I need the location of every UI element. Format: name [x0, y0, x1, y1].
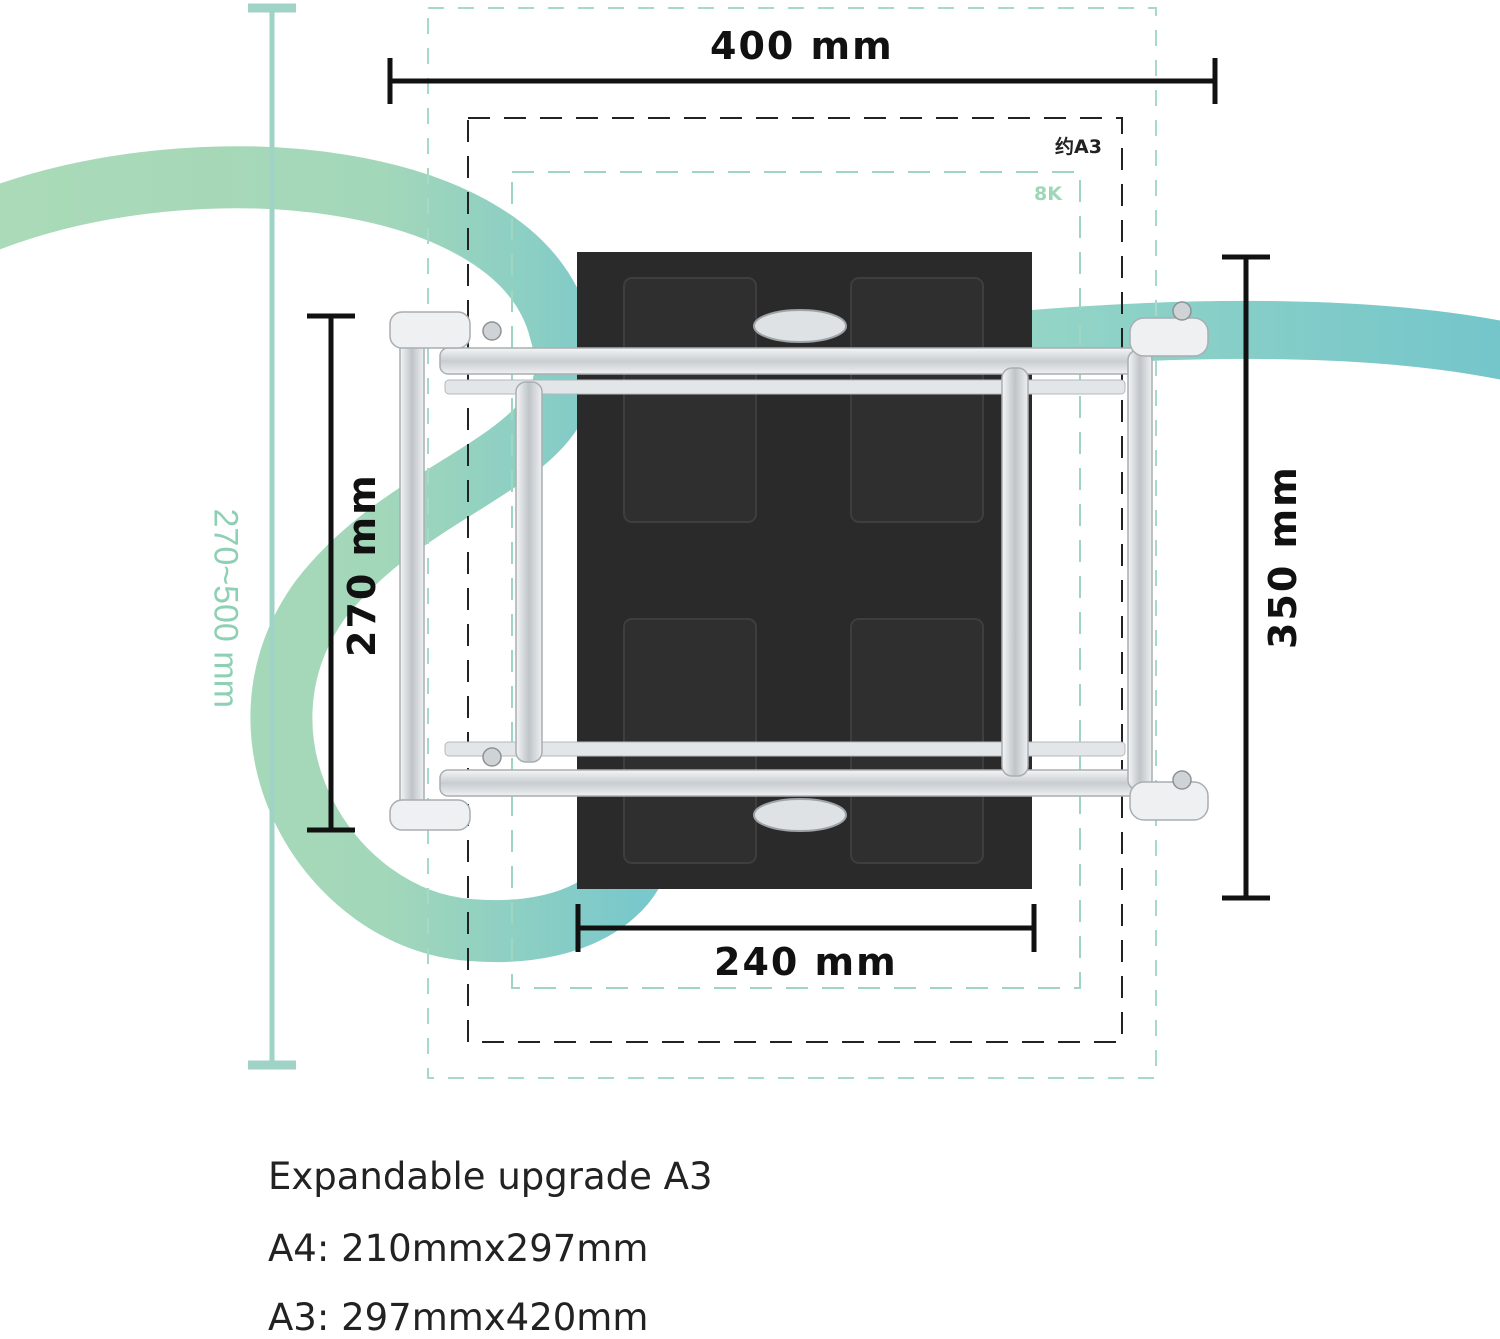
- eight-k-label: 8K: [1034, 183, 1062, 205]
- adjust-range-line: [248, 3, 296, 1070]
- caption-a4-size: A4: 210mmx297mm: [268, 1227, 649, 1270]
- top-width-label: 400 mm: [710, 24, 894, 68]
- decorative-bands: [0, 146, 1500, 963]
- dimension-lines: [307, 58, 1270, 952]
- bottom-width-label: 240 mm: [714, 940, 898, 984]
- a3-approx-label: 约A3: [1055, 136, 1102, 158]
- adjust-range-label: 270~500 mm: [206, 508, 245, 708]
- left-height-label: 270 mm: [340, 473, 384, 657]
- a3-boundary-dashed: [467, 117, 1123, 1043]
- caption-expandable: Expandable upgrade A3: [268, 1155, 713, 1198]
- caption-a3-size: A3: 297mmx420mm: [268, 1296, 649, 1339]
- eight-k-boundary-dashed: [511, 171, 1081, 989]
- right-height-label: 350 mm: [1261, 465, 1305, 649]
- outer-boundary-dashed: [427, 7, 1157, 1079]
- frame: [389, 301, 1209, 831]
